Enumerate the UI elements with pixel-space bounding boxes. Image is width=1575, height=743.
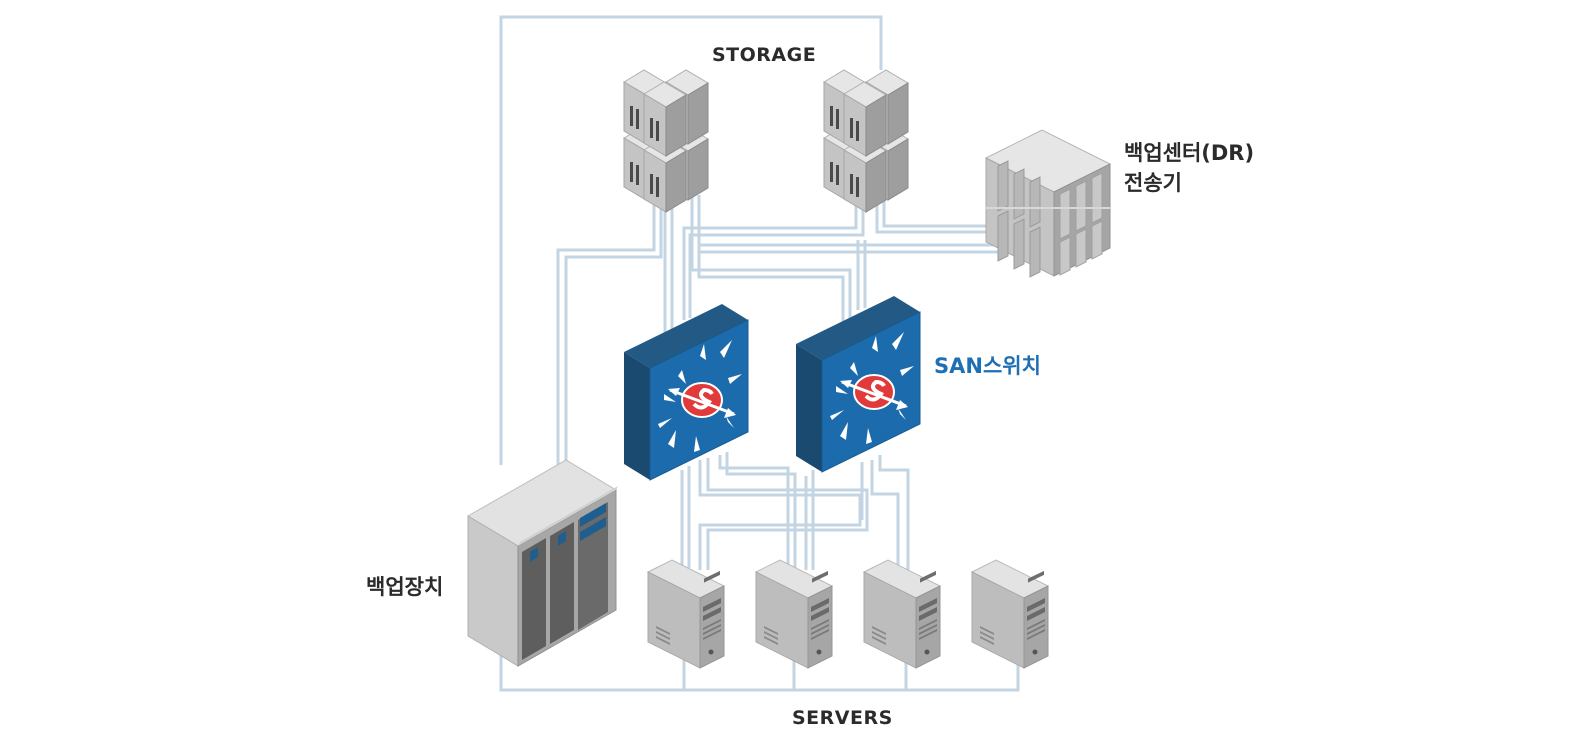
dr-label-line1: 백업센터(DR) [1124,141,1255,165]
backup-device-label: 백업장치 [366,575,444,599]
san-switch-label: SAN스위치 [934,354,1041,378]
backup-device-icon [467,459,618,667]
cable-lines [499,15,1020,692]
server-tower-icon [863,559,941,669]
dr-label-line2: 전송기 [1124,171,1182,195]
storage-array-icon [823,69,909,213]
server-tower-icon [647,559,725,669]
san-switch-icon [794,294,922,474]
server-tower-icon [971,559,1049,669]
storage-array-icon [623,69,709,213]
server-tower-icon [755,559,833,669]
dr-transmitter-icon [984,129,1112,278]
servers-label: SERVERS [792,707,893,729]
dr-transmitter-label: 백업센터(DR) 전송기 [1124,138,1254,198]
san-switch-icon [622,302,750,482]
storage-label: STORAGE [712,44,817,66]
